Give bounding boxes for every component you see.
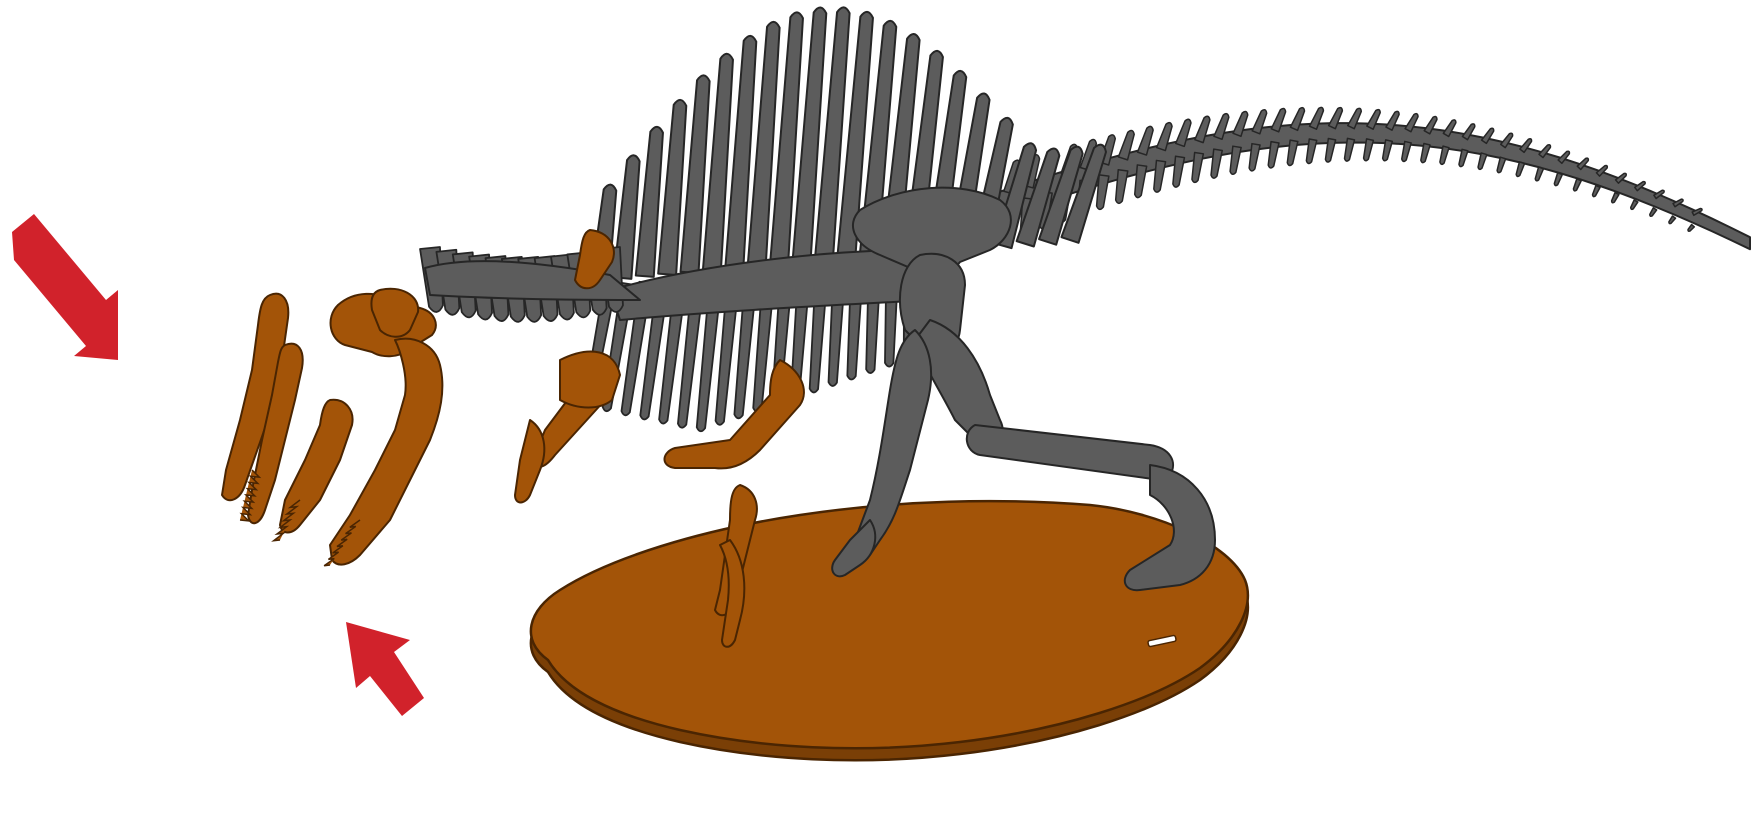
dorsal-sail-spines [591, 7, 1106, 281]
tail-spine-bottom [1192, 153, 1203, 183]
tail-spine-bottom [1516, 162, 1524, 177]
tail-spine-bottom [1535, 167, 1543, 181]
arrow-upper-left [12, 214, 118, 360]
direction-arrows [12, 214, 424, 716]
tail-vertebrae [990, 107, 1750, 249]
tail-spine-bottom [1669, 216, 1676, 224]
tail-spine-bottom [1612, 193, 1619, 203]
arrow-lower [346, 622, 424, 716]
tail-spine-bottom [1211, 149, 1222, 178]
tail-spine-bottom [1650, 208, 1657, 216]
tail-spine-bottom [1116, 170, 1128, 204]
tail-spine-bottom [1497, 157, 1506, 173]
small-claw [515, 420, 544, 503]
tail-spine-bottom [1154, 160, 1166, 192]
neck-brace [560, 352, 620, 408]
rear-leg-shin [967, 425, 1173, 480]
tail-spine-bottom [1173, 156, 1185, 187]
tail-spine-bottom [1573, 179, 1581, 191]
skull-snout-upper [330, 339, 442, 565]
base-stand [531, 501, 1248, 760]
tail-spine-bottom [1230, 146, 1241, 174]
back-column [610, 250, 930, 320]
tail-spine-bottom [1593, 186, 1601, 197]
tail-spine-bottom [1249, 144, 1260, 171]
tail-spine-bottom [1478, 153, 1487, 169]
tail-spine-bottom [1268, 142, 1279, 168]
tail-spine-bottom [1554, 173, 1562, 186]
tail-spine-bottom [1459, 149, 1468, 166]
tail-spine-bottom [1135, 165, 1147, 198]
rib-cage [584, 250, 930, 431]
tail-spine-bottom [1631, 200, 1638, 209]
tail-spine-bottom [1688, 225, 1694, 232]
sail-spine [636, 127, 663, 277]
skull-parts [222, 289, 442, 566]
